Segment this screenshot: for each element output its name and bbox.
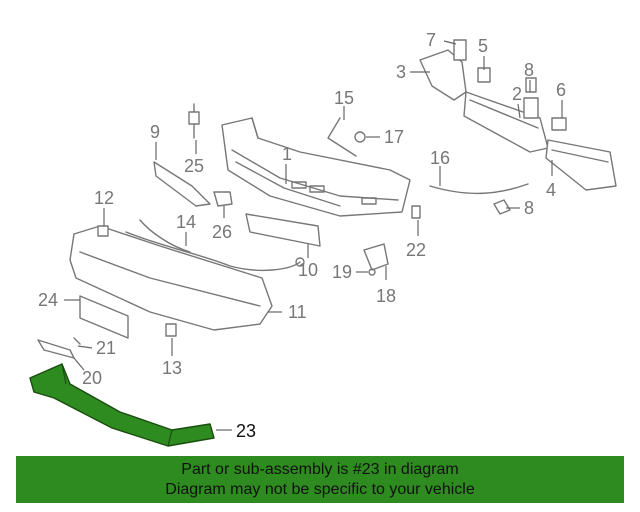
callout-20: 20 — [82, 368, 102, 388]
part-24-plate-bracket — [79, 295, 129, 339]
part-17-nut — [354, 131, 366, 143]
banner-line-1: Part or sub-assembly is #23 in diagram — [181, 460, 459, 478]
callout-16: 16 — [430, 148, 450, 168]
part-7-bracket — [453, 39, 467, 61]
part-3-bracket — [419, 49, 467, 101]
callout-26: 26 — [212, 222, 232, 242]
part-25-sensor — [188, 103, 200, 139]
callout-21: 21 — [96, 338, 116, 358]
callout-8-bottom: 8 — [524, 198, 534, 218]
callout-13: 13 — [162, 358, 182, 378]
part-12-clip — [97, 225, 109, 237]
part-22-clip — [411, 205, 421, 219]
callout-17: 17 — [384, 127, 404, 147]
part-26-clip — [213, 191, 233, 207]
callout-18: 18 — [376, 286, 396, 306]
part-23-shape — [29, 363, 215, 447]
callout-2: 2 — [512, 84, 522, 104]
callout-10: 10 — [298, 260, 318, 280]
part-20-reflector — [37, 337, 81, 359]
banner-line-2: Diagram may not be specific to your vehi… — [165, 480, 475, 498]
callout-3: 3 — [396, 62, 406, 82]
part-9-strip — [153, 161, 211, 207]
callout-6: 6 — [556, 80, 566, 100]
callouts: 1 2 3 4 5 6 7 8 8 9 10 11 12 13 14 15 16… — [38, 30, 566, 441]
part-1-bumper-cover — [221, 117, 411, 217]
part-18-bracket — [363, 243, 389, 276]
part-6-bolt — [551, 117, 567, 131]
info-banner: Part or sub-assembly is #23 in diagram D… — [16, 456, 624, 503]
part-5-clip — [477, 67, 491, 83]
callout-23: 23 — [236, 421, 256, 441]
callout-8-top: 8 — [524, 60, 534, 80]
callout-25: 25 — [184, 156, 204, 176]
callout-7: 7 — [426, 30, 436, 50]
callout-1: 1 — [282, 144, 292, 164]
part-11-lower-bumper — [69, 225, 273, 331]
callout-5: 5 — [478, 36, 488, 56]
callout-24: 24 — [38, 290, 58, 310]
callout-22: 22 — [406, 240, 426, 260]
callout-12: 12 — [94, 188, 114, 208]
part-8-clip — [493, 77, 537, 215]
callout-9: 9 — [150, 122, 160, 142]
part-10-molding — [245, 213, 321, 247]
part-23-air-deflector — [29, 363, 215, 447]
part-14-harness — [125, 219, 305, 271]
part-2-reinforcement — [463, 91, 549, 153]
part-16-strip — [429, 183, 529, 195]
callout-14: 14 — [176, 212, 196, 232]
callout-4: 4 — [546, 180, 556, 200]
leader-lines — [64, 40, 563, 431]
part-13-clip — [165, 323, 177, 337]
part-4-absorber — [545, 139, 617, 191]
callout-11: 11 — [288, 302, 307, 322]
callout-19: 19 — [332, 262, 352, 282]
callout-15: 15 — [334, 88, 354, 108]
part-15-strip — [327, 117, 357, 157]
